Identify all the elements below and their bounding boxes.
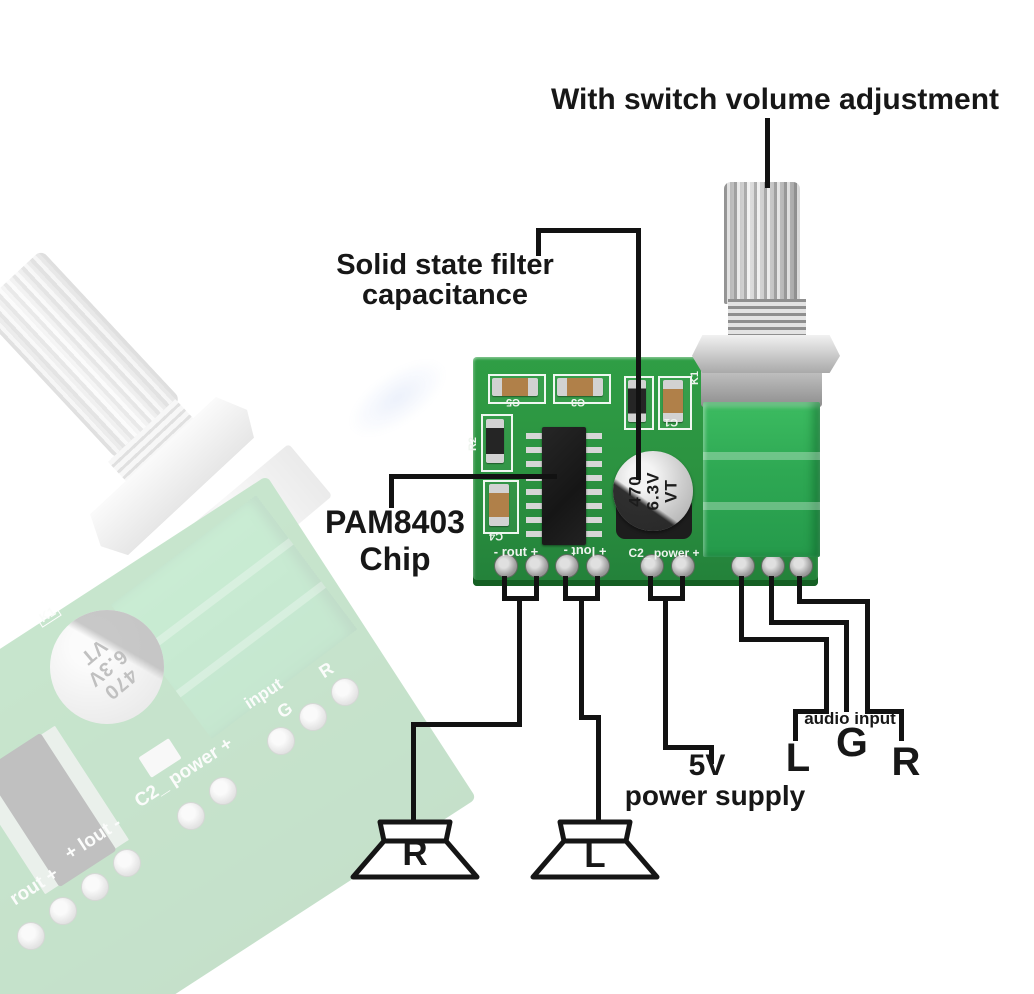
c1-label: C1 <box>664 416 679 428</box>
bg-solder-pad <box>267 727 295 755</box>
c5-capacitor <box>492 378 538 396</box>
audio-input-label: audio input <box>804 709 896 728</box>
rout-wire <box>502 576 507 600</box>
power-wire <box>680 576 685 600</box>
c4-label: C4 <box>489 530 504 542</box>
c5-label: C5 <box>506 396 521 408</box>
power-wire <box>648 576 653 600</box>
lout-wire <box>579 596 584 720</box>
rout-minus-pad <box>494 554 518 578</box>
bg-electrolytic-capacitor: 470 6.3V VT <box>50 610 164 724</box>
capacitor-marking: 470 6.3V VT <box>624 471 680 511</box>
power-wire <box>663 596 668 750</box>
lout-wire <box>596 715 601 823</box>
filter-cap-leader-stub <box>536 230 541 256</box>
chip-annotation-line1: PAM8403 <box>325 504 465 540</box>
volume-leader-line <box>765 118 770 188</box>
audio-left-wire <box>824 637 829 714</box>
chip-annotation-line2: Chip <box>359 541 431 577</box>
rout-wire <box>534 576 539 600</box>
r2-resistor <box>486 419 504 463</box>
speaker-left-label: L <box>584 836 606 875</box>
power-wire <box>663 745 714 750</box>
audio-right-wire <box>865 599 870 714</box>
audio-left-wire <box>793 709 829 714</box>
lout-wire <box>579 715 601 720</box>
k1-label: K1 <box>689 370 702 386</box>
filter-cap-annotation: Solid state filter capacitance <box>336 249 554 312</box>
c3-capacitor <box>557 378 603 396</box>
c1-capacitor <box>663 380 683 422</box>
rout-wire <box>517 596 522 727</box>
chip-annotation: PAM8403 Chip <box>320 504 470 578</box>
bg-solder-pad <box>177 802 205 830</box>
audio-right-label: R <box>891 740 921 784</box>
rout-silkscreen: - rout + <box>493 544 539 559</box>
audio-ground-wire <box>769 620 849 625</box>
rout-wire <box>411 722 522 727</box>
audio-right-pad <box>789 554 813 578</box>
audio-left-label: L <box>785 736 811 780</box>
speaker-right-icon <box>350 819 480 880</box>
speaker-left-icon <box>530 819 660 880</box>
lout-silkscreen: + lout - <box>563 544 607 559</box>
c3-label: C3 <box>571 396 586 408</box>
power-supply-label: power supply <box>624 780 806 811</box>
chip-pins-left <box>526 433 542 543</box>
audio-right-wire <box>797 599 870 604</box>
power-supply-label-5v: 5V <box>688 749 726 782</box>
bg-blue-glint <box>335 343 460 453</box>
bg-solder-pad <box>49 897 77 925</box>
audio-right-wire <box>797 576 802 604</box>
filter-cap-leader-top <box>536 228 641 233</box>
pot-green-body <box>703 402 820 557</box>
filter-cap-leader-drop <box>636 228 641 480</box>
audio-ground-label: G <box>836 719 868 765</box>
bg-solder-pad <box>81 873 109 901</box>
audio-left-wire <box>793 709 798 741</box>
filter-capacitor: 470 6.3V VT <box>613 451 693 531</box>
chip-leader-line <box>389 474 557 479</box>
r2-label: R2 <box>467 436 480 452</box>
speaker-right-label: R <box>402 834 428 873</box>
bg-solder-pad <box>299 703 327 731</box>
audio-left-wire <box>739 576 744 642</box>
chip-pins-right <box>586 433 602 543</box>
rout-wire <box>411 722 416 823</box>
pot-ridge <box>703 452 820 460</box>
power-wire <box>709 745 714 764</box>
bg-solder-pad <box>209 777 237 805</box>
audio-left-wire <box>739 637 829 642</box>
bg-solder-pad <box>17 922 45 950</box>
audio-right-wire <box>865 709 904 714</box>
bg-solder-pad <box>113 849 141 877</box>
c4-capacitor <box>489 484 509 526</box>
lout-wire <box>595 576 600 600</box>
lout-wire <box>563 576 568 600</box>
volume-knob-shaft[interactable] <box>724 182 800 304</box>
pot-hex-nut <box>692 335 840 373</box>
audio-right-wire <box>899 709 904 741</box>
rout-plus-pad <box>525 554 549 578</box>
power-silkscreen: C2_ power + <box>628 546 700 560</box>
bg-solder-pad <box>331 678 359 706</box>
chip-leader-stub <box>389 474 394 508</box>
audio-ground-pad <box>761 554 785 578</box>
audio-ground-wire <box>844 620 849 712</box>
pot-ridge <box>703 502 820 510</box>
audio-ground-wire <box>769 576 774 625</box>
audio-left-pad <box>731 554 755 578</box>
volume-annotation: With switch volume adjustment <box>550 83 1000 116</box>
pam8403-chip <box>542 427 586 545</box>
